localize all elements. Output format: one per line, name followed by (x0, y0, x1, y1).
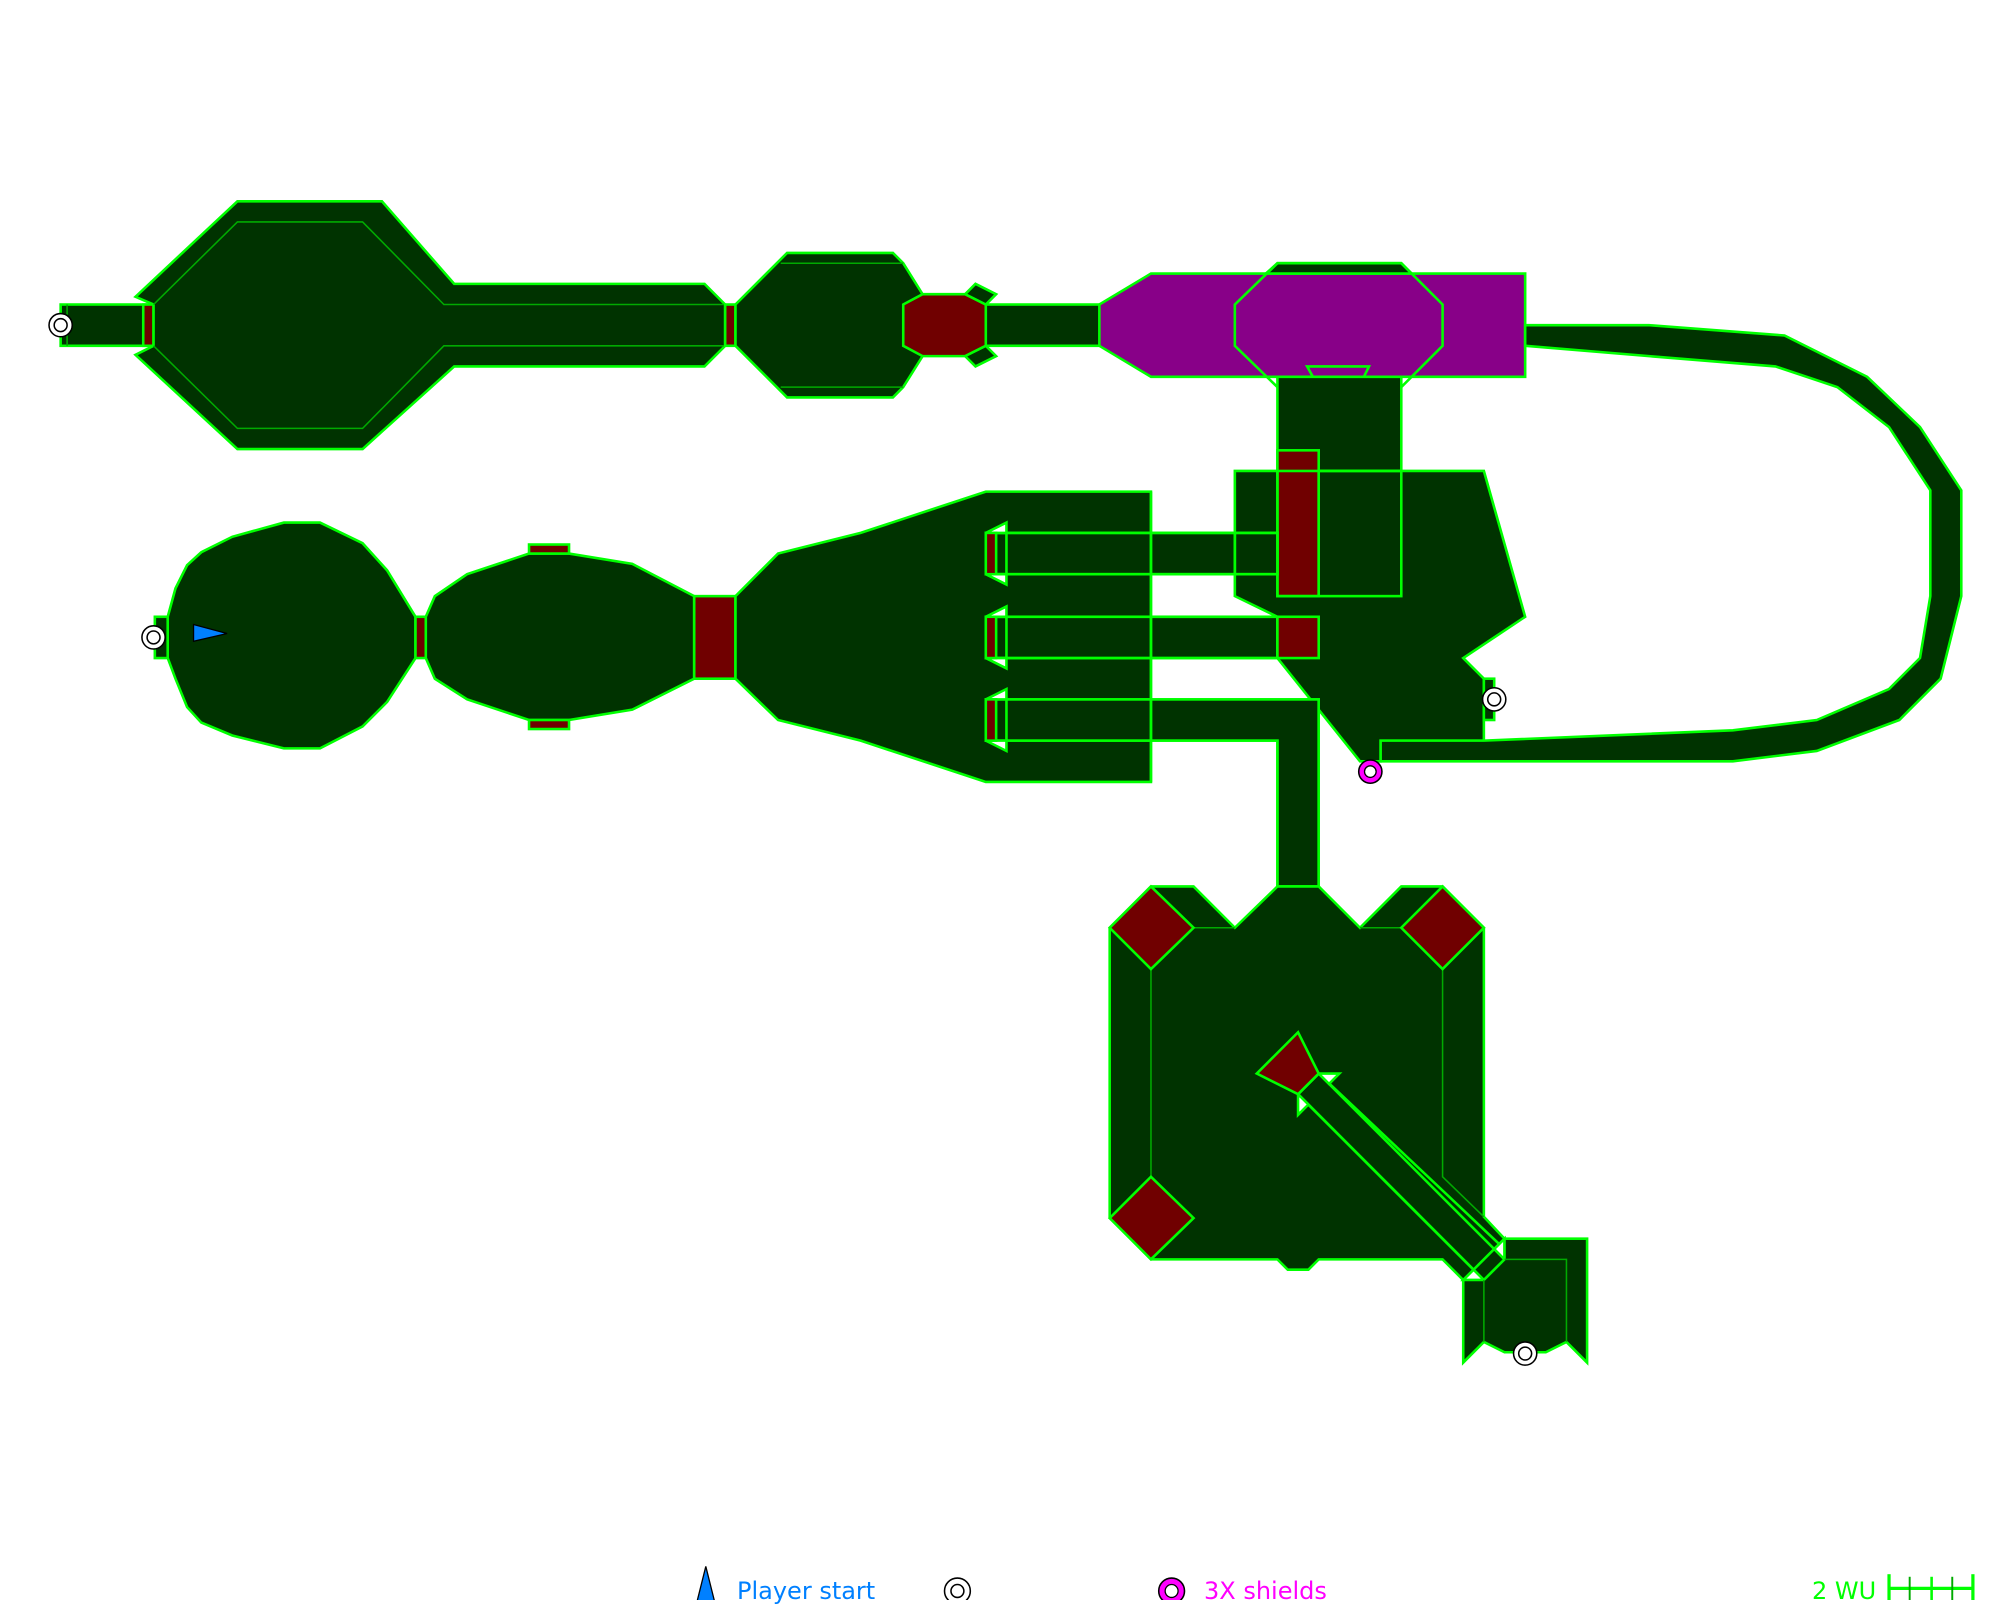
scale-bar-label: 2 WU (1812, 1577, 1877, 1605)
checkpoint-icon[interactable] (1512, 1341, 1538, 1366)
loop-corridor (1379, 323, 1963, 763)
player-start-legend-icon (696, 1566, 715, 1600)
checkpoint-legend-icon (943, 1577, 972, 1600)
hex-room-inner (153, 221, 726, 306)
legend (696, 1566, 1975, 1600)
scale-bar (1887, 1574, 1975, 1600)
player-start-arrow-icon[interactable] (192, 623, 228, 643)
door[interactable] (1254, 1030, 1321, 1096)
checkpoint-icon[interactable] (48, 312, 74, 338)
exit-room (1461, 1237, 1589, 1366)
shield-pickup-icon[interactable] (1357, 759, 1383, 784)
hex-room (133, 200, 727, 451)
prong (984, 520, 1279, 587)
door[interactable] (901, 292, 988, 358)
bridge-tip (1296, 1091, 1311, 1118)
legend-shields-label: 3X shields (1204, 1577, 1327, 1605)
door[interactable] (1107, 884, 1196, 971)
special-zone-top (1262, 261, 1415, 275)
arena-inner (1441, 969, 1485, 1218)
prong (984, 604, 1320, 671)
door[interactable] (723, 303, 737, 348)
bridge-edge (1297, 1093, 1485, 1281)
door[interactable] (692, 594, 737, 680)
door[interactable] (527, 718, 571, 731)
door[interactable] (141, 303, 155, 348)
entry-corridor (59, 303, 148, 348)
side-nub (962, 344, 999, 369)
special-zone (1098, 272, 1527, 379)
shield-legend-icon (1157, 1577, 1186, 1600)
octagon-room (734, 251, 924, 399)
checkpoint-icon[interactable] (141, 625, 166, 650)
door[interactable] (1107, 1174, 1196, 1262)
checkpoint-icon[interactable] (1481, 686, 1507, 712)
door[interactable] (1399, 884, 1486, 971)
door[interactable] (527, 543, 571, 555)
central-complex (1233, 323, 1963, 763)
middle-row-rooms (153, 490, 1320, 888)
bridge-tip (1315, 1072, 1343, 1086)
markers (48, 312, 1538, 1366)
side-nub (962, 282, 999, 307)
oval-room (424, 552, 696, 722)
bridge-edge (1317, 1072, 1506, 1250)
exit-room-inner (1504, 1258, 1568, 1342)
corridor (984, 303, 1106, 348)
hex-room-inner (153, 345, 726, 430)
top-row-rooms (59, 200, 1527, 451)
legend-player-start-label: Player start (737, 1577, 876, 1605)
door[interactable] (414, 615, 428, 660)
bottom-arena (1107, 884, 1589, 1366)
